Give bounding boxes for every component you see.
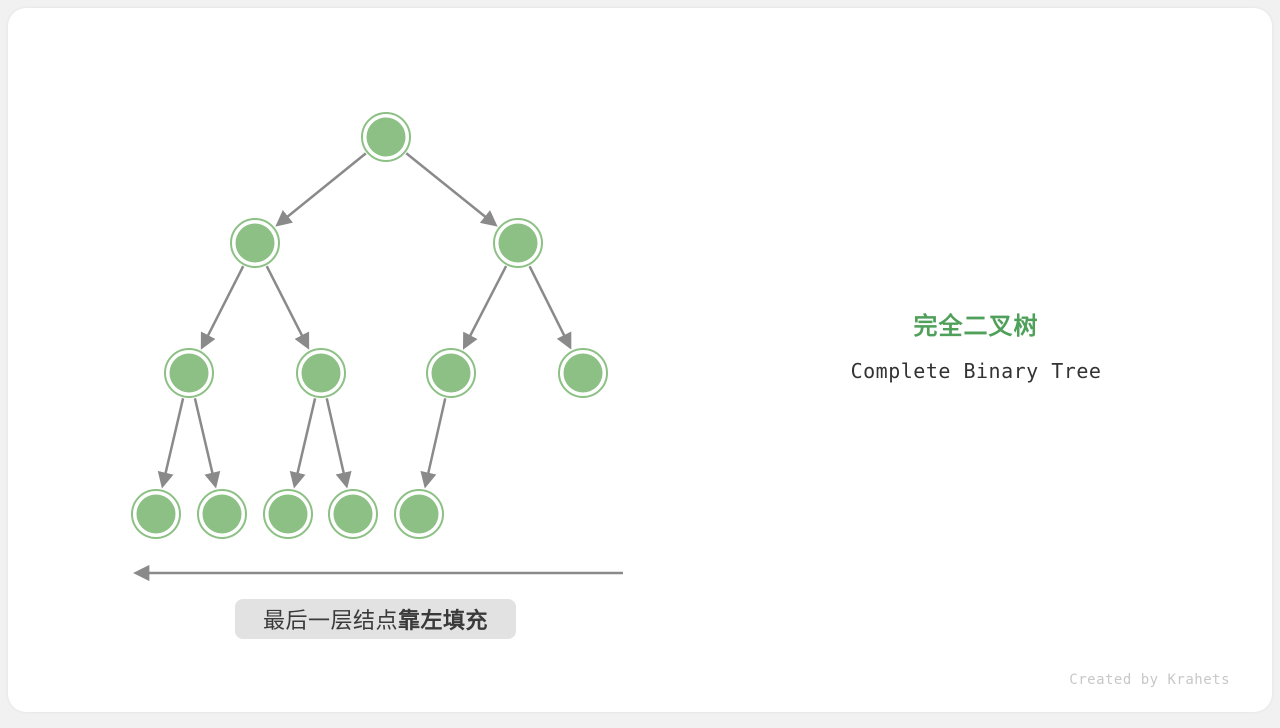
tree-edge — [195, 398, 215, 483]
tree-edge — [163, 398, 183, 483]
caption-text: 最后一层结点 — [263, 603, 398, 635]
figure-title: 完全二叉树 — [796, 306, 1156, 341]
figure-subtitle: Complete Binary Tree — [796, 359, 1156, 383]
tree-node — [559, 349, 607, 397]
tree-node — [329, 490, 377, 538]
tree-node — [362, 113, 410, 161]
figure-card: 最后一层结点靠左填充 完全二叉树 Complete Binary Tree Cr… — [8, 8, 1272, 712]
tree-edge — [267, 266, 307, 345]
tree-edge — [203, 266, 243, 345]
title-block: 完全二叉树 Complete Binary Tree — [796, 306, 1156, 383]
tree-node — [132, 490, 180, 538]
tree-edge — [406, 153, 494, 223]
tree-edge — [465, 266, 506, 345]
tree-edge — [426, 398, 445, 483]
tree-edge — [279, 153, 366, 223]
tree-node — [395, 490, 443, 538]
caption-text-bold: 靠左填充 — [398, 603, 488, 635]
tree-node — [198, 490, 246, 538]
tree-node — [297, 349, 345, 397]
tree-node — [494, 219, 542, 267]
caption-badge: 最后一层结点靠左填充 — [235, 599, 516, 639]
tree-edge — [530, 266, 570, 345]
watermark: Created by Krahets — [1069, 672, 1230, 688]
tree-node — [231, 219, 279, 267]
tree-edge — [295, 398, 315, 483]
tree-edge — [327, 398, 346, 483]
tree-node — [427, 349, 475, 397]
tree-node — [264, 490, 312, 538]
tree-node — [165, 349, 213, 397]
